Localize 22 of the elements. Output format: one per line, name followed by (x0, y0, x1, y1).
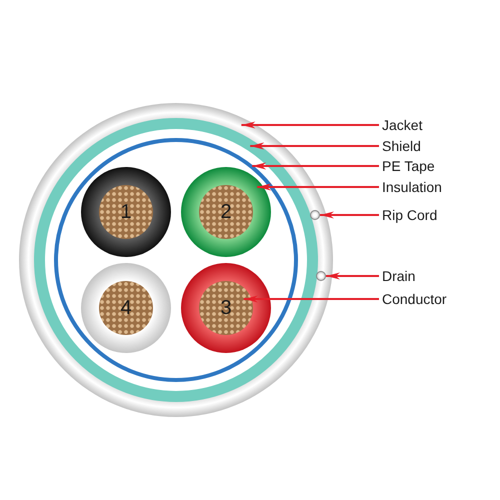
rip-cord (310, 210, 320, 220)
part-label: PE Tape (382, 157, 435, 175)
leader-line (244, 296, 379, 302)
part-label: Conductor (382, 290, 447, 308)
leader-line (252, 162, 379, 170)
conductor-core: 3 (199, 281, 253, 335)
shield-ring (34, 118, 318, 402)
part-label: Insulation (382, 178, 442, 196)
part-label: Jacket (382, 116, 422, 134)
leader-line (241, 122, 379, 128)
drain-wire (316, 271, 326, 281)
part-label: Drain (382, 267, 416, 285)
leader-line (326, 272, 379, 280)
part-label: Shield (382, 137, 421, 155)
conductor-core: 2 (199, 185, 253, 239)
leader-line (320, 212, 379, 218)
conductor-core: 4 (99, 281, 153, 335)
pe-tape-ring (54, 138, 298, 382)
leader-line (257, 184, 379, 190)
conductor-core: 1 (99, 185, 153, 239)
part-label: Rip Cord (382, 206, 438, 224)
leader-line (250, 142, 379, 150)
